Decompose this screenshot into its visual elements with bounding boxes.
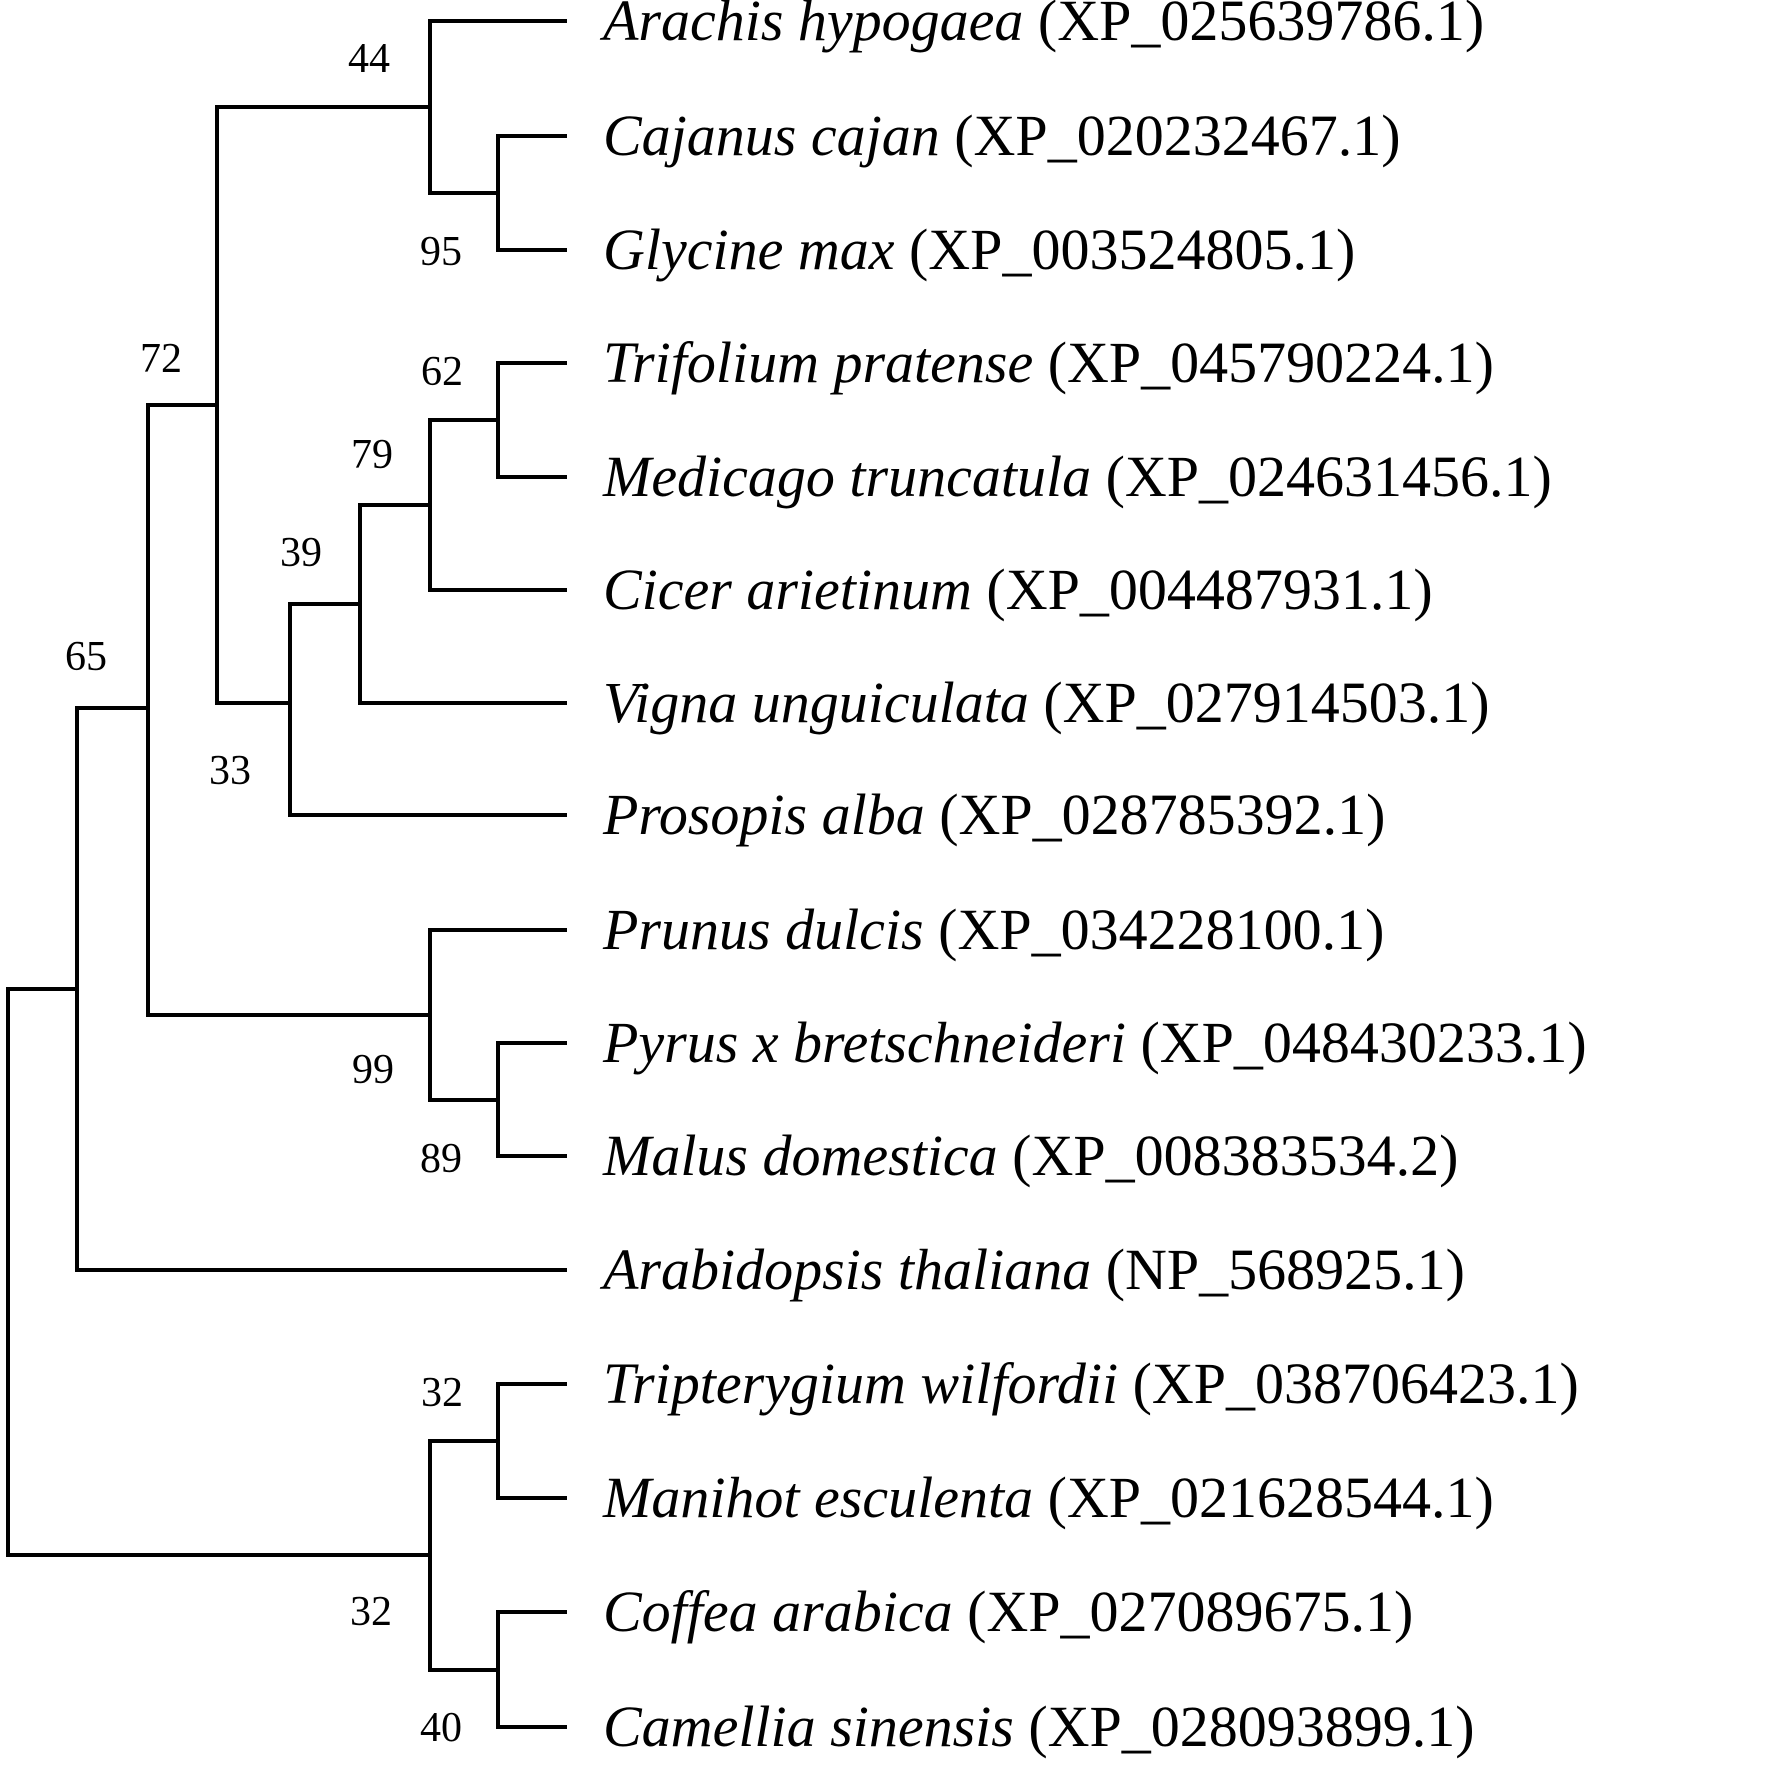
- taxon-label: Pyrus x bretschneideri (XP_048430233.1): [602, 1010, 1587, 1075]
- branch-legume-clade: [215, 105, 432, 705]
- support-value: 32: [350, 1589, 392, 1635]
- taxon-label: Cajanus cajan (XP_020232467.1): [603, 103, 1401, 168]
- support-value: 44: [348, 36, 390, 82]
- branch-plus-prosopis: [288, 602, 567, 817]
- branch-pyrus-malus: [496, 1041, 567, 1158]
- branch-cajanus-glycine: [496, 134, 567, 252]
- taxon-label: Coffea arabica (XP_027089675.1): [603, 1579, 1413, 1644]
- support-value: 99: [352, 1047, 394, 1093]
- taxon-label: Prosopis alba (XP_028785392.1): [602, 782, 1386, 847]
- support-value: 95: [420, 229, 462, 275]
- taxon-label: Vigna unguiculata (XP_027914503.1): [603, 670, 1490, 735]
- branch-tripterygium-manihot: [496, 1382, 567, 1500]
- taxon-label: Tripterygium wilfordii (XP_038706423.1): [603, 1351, 1579, 1416]
- taxon-label: Medicago truncatula (XP_024631456.1): [602, 444, 1552, 509]
- support-value: 65: [65, 634, 107, 680]
- taxon-label: Glycine max (XP_003524805.1): [603, 217, 1355, 282]
- taxon-labels: Arachis hypogaea (XP_025639786.1) Cajanu…: [599, 0, 1587, 1759]
- branch-outgroup-clade: [428, 1439, 500, 1672]
- taxon-label: Manihot esculenta (XP_021628544.1): [602, 1465, 1494, 1530]
- branch-coffea-camellia: [496, 1610, 567, 1729]
- support-value: 62: [421, 349, 463, 395]
- branch-plus-arabidopsis: [75, 706, 567, 1272]
- branch-trifolium-medicago: [496, 361, 567, 479]
- support-value: 72: [140, 336, 182, 382]
- support-value: 39: [280, 530, 322, 576]
- taxon-label: Trifolium pratense (XP_045790224.1): [603, 330, 1494, 395]
- support-value: 33: [209, 748, 251, 794]
- taxon-label: Malus domestica (XP_008383534.2): [602, 1123, 1458, 1188]
- tree-branches: [6, 19, 567, 1729]
- taxon-label: Prunus dulcis (XP_034228100.1): [602, 897, 1384, 962]
- support-value: 89: [420, 1136, 462, 1182]
- support-value: 40: [420, 1705, 462, 1751]
- branch-root: [6, 987, 432, 1557]
- taxon-label: Arabidopsis thaliana (NP_568925.1): [599, 1237, 1465, 1302]
- support-value: 79: [351, 432, 393, 478]
- support-values: 44 95 72 62 79 39 33 65 99 89 32 32 40: [65, 36, 463, 1751]
- taxon-label: Camellia sinensis (XP_028093899.1): [603, 1694, 1475, 1759]
- support-value: 32: [421, 1370, 463, 1416]
- taxon-label: Cicer arietinum (XP_004487931.1): [603, 557, 1433, 622]
- branch-plus-vigna: [358, 503, 567, 705]
- taxon-label: Arachis hypogaea (XP_025639786.1): [599, 0, 1484, 53]
